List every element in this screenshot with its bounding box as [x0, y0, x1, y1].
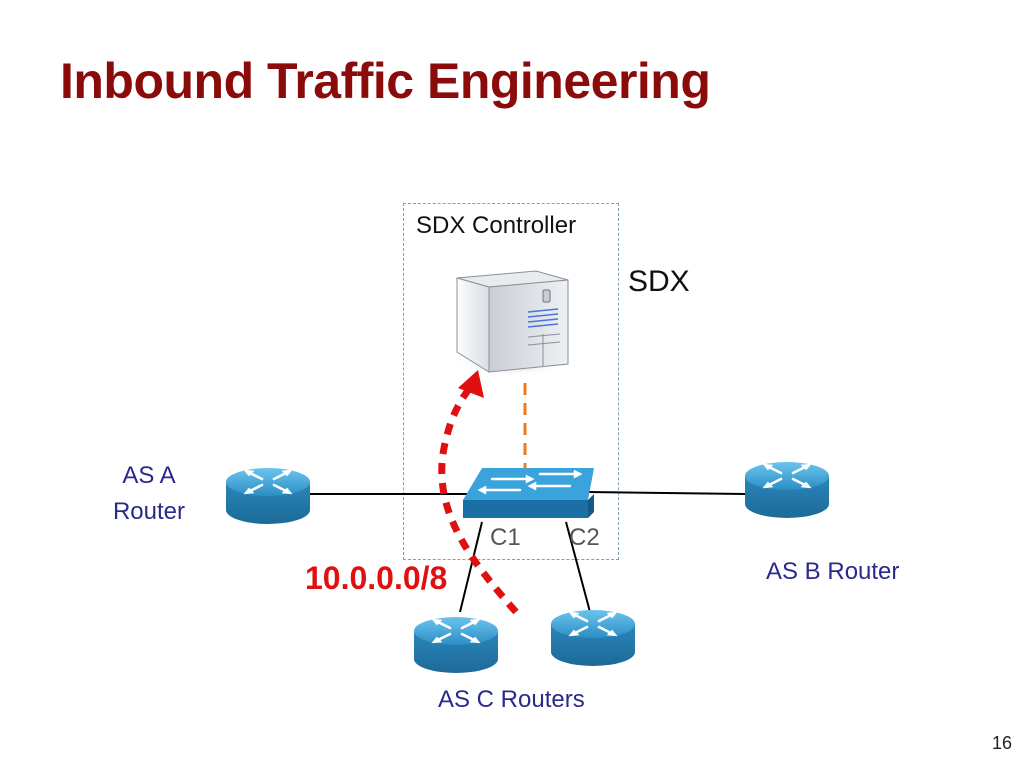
sdx-controller-label: SDX Controller — [416, 212, 577, 239]
link-c1-as-c-router-1 — [459, 521, 483, 613]
as-c-router-2-icon — [549, 608, 637, 668]
sdx-boundary-box — [403, 203, 619, 560]
port-c1-label: C1 — [490, 524, 521, 551]
link-switch-as-b — [587, 491, 746, 495]
link-c2-as-c-router-2 — [565, 521, 591, 613]
as-b-router-icon — [743, 460, 831, 520]
switch-icon — [463, 468, 594, 518]
as-a-label-line1: AS A — [122, 462, 176, 489]
as-a-router-icon — [224, 466, 312, 526]
prefix-label: 10.0.0.0/8 — [305, 560, 448, 596]
port-c2-label: C2 — [569, 524, 600, 551]
page-number: 16 — [992, 733, 1013, 753]
announcement-arrowhead — [458, 370, 484, 398]
as-b-router-label: AS B Router — [766, 558, 900, 585]
slide-title: Inbound Traffic Engineering — [60, 53, 711, 109]
sdx-label: SDX — [628, 265, 690, 298]
as-a-router-label: AS A Router — [95, 458, 203, 530]
as-a-label-line2: Router — [112, 498, 186, 525]
server-icon — [450, 270, 570, 378]
announcement-arrow — [438, 385, 519, 615]
as-c-router-1-icon — [412, 615, 500, 675]
as-c-routers-label: AS C Routers — [438, 686, 585, 713]
